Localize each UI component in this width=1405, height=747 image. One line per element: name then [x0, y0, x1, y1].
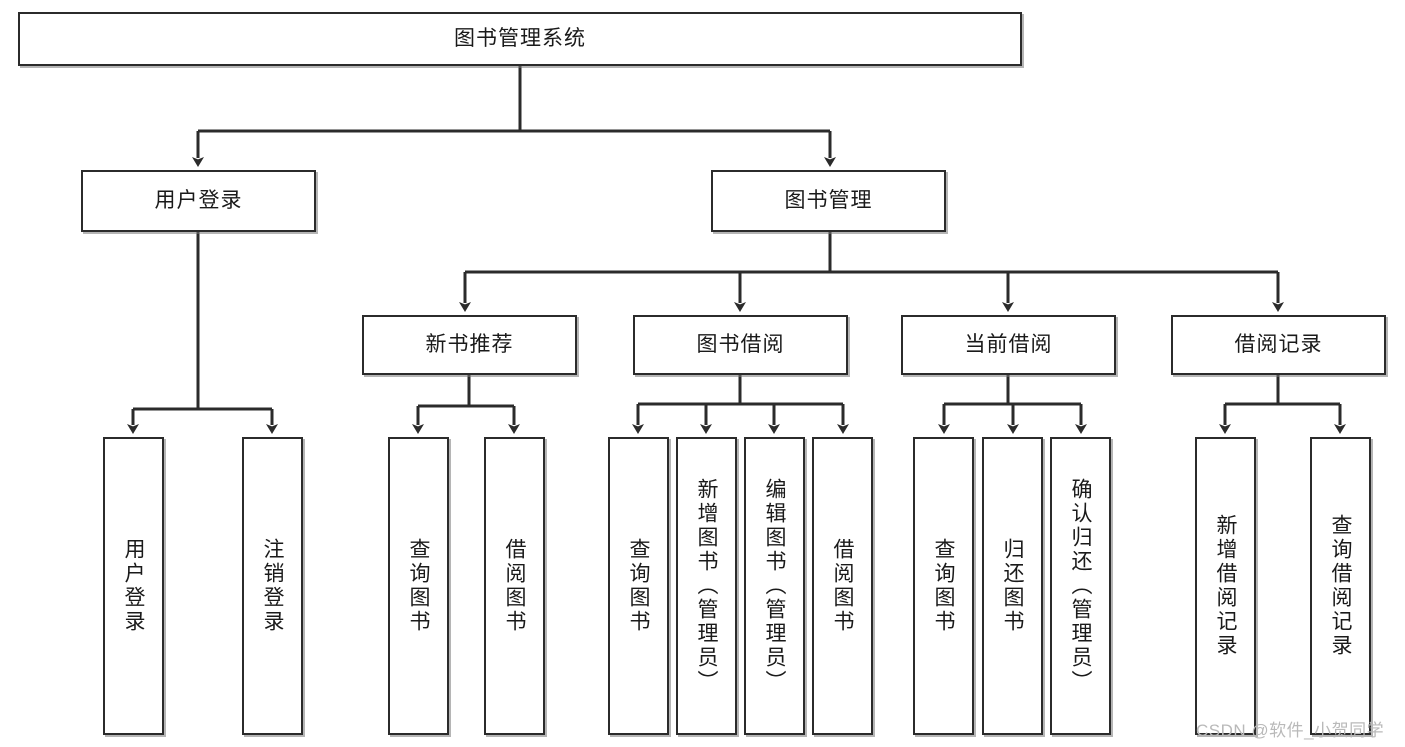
- leaf-current-confirm-return-admin[interactable]: 确认归还（管理员）: [1050, 437, 1111, 735]
- node-borrow-record-label: 借阅记录: [1234, 332, 1323, 356]
- leaf-borrow-edit-book-admin[interactable]: 编辑图书（管理员）: [744, 437, 805, 735]
- leaf-label: 借阅图书: [503, 538, 526, 634]
- leaf-label: 借阅图书: [831, 538, 854, 634]
- leaf-label: 归还图书: [1001, 538, 1024, 634]
- leaf-borrow-query-book[interactable]: 查询图书: [608, 437, 669, 735]
- node-new-book-recommend[interactable]: 新书推荐: [362, 315, 577, 375]
- leaf-label: 新增图书（管理员）: [695, 478, 718, 694]
- leaf-recommend-query-book[interactable]: 查询图书: [388, 437, 449, 735]
- leaf-current-return-book[interactable]: 归还图书: [982, 437, 1043, 735]
- leaf-record-query-record[interactable]: 查询借阅记录: [1310, 437, 1371, 735]
- leaf-label: 注销登录: [261, 538, 284, 634]
- node-book-borrow-label: 图书借阅: [696, 332, 785, 356]
- node-new-book-recommend-label: 新书推荐: [425, 332, 514, 356]
- node-user-login[interactable]: 用户登录: [81, 170, 316, 232]
- leaf-label: 查询图书: [407, 538, 430, 634]
- leaf-label: 确认归还（管理员）: [1069, 478, 1092, 694]
- node-book-management-label: 图书管理: [784, 188, 873, 212]
- leaf-label: 用户登录: [122, 538, 145, 634]
- node-root-label: 图书管理系统: [454, 26, 586, 50]
- node-book-borrow[interactable]: 图书借阅: [633, 315, 848, 375]
- node-current-borrow[interactable]: 当前借阅: [901, 315, 1116, 375]
- node-book-management[interactable]: 图书管理: [711, 170, 946, 232]
- leaf-record-add-record[interactable]: 新增借阅记录: [1195, 437, 1256, 735]
- leaf-borrow-add-book-admin[interactable]: 新增图书（管理员）: [676, 437, 737, 735]
- node-root[interactable]: 图书管理系统: [18, 12, 1022, 66]
- leaf-label: 查询图书: [627, 538, 650, 634]
- leaf-current-query-book[interactable]: 查询图书: [913, 437, 974, 735]
- leaf-label: 新增借阅记录: [1214, 514, 1237, 658]
- csdn-watermark: CSDN @软件_小贺同学: [1196, 721, 1385, 740]
- leaf-user-login-signin[interactable]: 用户登录: [103, 437, 164, 735]
- leaf-label: 查询图书: [932, 538, 955, 634]
- node-user-login-label: 用户登录: [154, 188, 243, 212]
- leaf-recommend-borrow-book[interactable]: 借阅图书: [484, 437, 545, 735]
- leaf-label: 编辑图书（管理员）: [763, 478, 786, 694]
- leaf-borrow-borrow-book[interactable]: 借阅图书: [812, 437, 873, 735]
- leaf-label: 查询借阅记录: [1329, 514, 1352, 658]
- node-current-borrow-label: 当前借阅: [964, 332, 1053, 356]
- leaf-user-login-signout[interactable]: 注销登录: [242, 437, 303, 735]
- node-borrow-record[interactable]: 借阅记录: [1171, 315, 1386, 375]
